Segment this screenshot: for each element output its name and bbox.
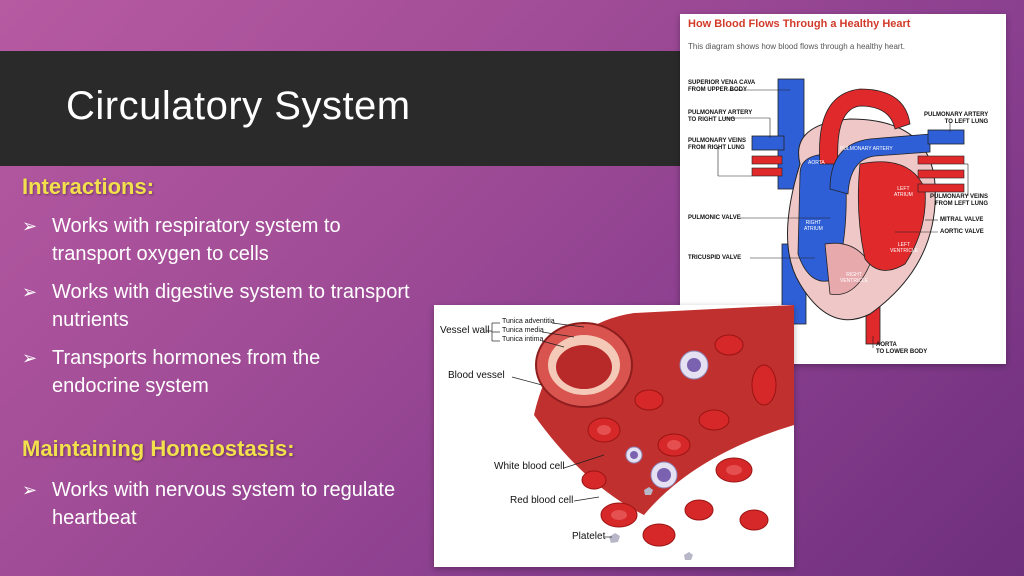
- label-superior-vena-cava: SUPERIOR VENA CAVA FROM UPPER BODY: [688, 80, 756, 93]
- label-pulmonary-veins-left: PULMONARY VEINS FROM LEFT LUNG: [930, 194, 989, 207]
- heart-diagram-title: How Blood Flows Through a Healthy Heart: [688, 18, 911, 30]
- heart-illustration: [717, 78, 969, 348]
- label-pulmonary-artery: PULMONARY ARTERY: [840, 146, 893, 152]
- arrow-bullet-icon: ➢: [22, 348, 38, 368]
- label-aorta-lower-body: AORTA TO LOWER BODY: [876, 342, 928, 355]
- label-mitral-valve: MITRAL VALVE: [940, 217, 984, 223]
- label-tunica-media: Tunica media: [502, 327, 544, 334]
- label-pulmonary-artery-left: PULMONARY ARTERY TO LEFT LUNG: [924, 112, 989, 125]
- label-white-blood-cell: White blood cell: [494, 461, 565, 472]
- list-item: ➢Works with nervous system to regulate h…: [22, 476, 412, 532]
- homeostasis-list: ➢Works with nervous system to regulate h…: [22, 476, 412, 542]
- label-tunica-adventitia: Tunica adventitia: [502, 318, 555, 325]
- interactions-list: ➢Works with respiratory system to transp…: [22, 212, 412, 410]
- heart-diagram: How Blood Flows Through a Healthy Heart …: [680, 14, 1006, 364]
- label-right-atrium: RIGHT ATRIUM: [804, 220, 823, 232]
- blood-vessel-illustration: [486, 305, 794, 560]
- slide-title: Circulatory System: [66, 84, 411, 128]
- label-aortic-valve: AORTIC VALVE: [940, 229, 984, 235]
- label-pulmonic-valve: PULMONIC VALVE: [688, 215, 741, 221]
- label-pulmonary-artery-right: PULMONARY ARTERY TO RIGHT LUNG: [688, 110, 753, 123]
- label-left-ventricle: LEFT VENTRICLE: [890, 242, 919, 254]
- label-vessel-wall: Vessel wall: [440, 325, 490, 336]
- list-item: ➢Works with respiratory system to transp…: [22, 212, 412, 268]
- arrow-bullet-icon: ➢: [22, 480, 38, 500]
- arrow-bullet-icon: ➢: [22, 282, 38, 302]
- list-item: ➢Works with digestive system to transpor…: [22, 278, 412, 334]
- label-red-blood-cell: Red blood cell: [510, 495, 574, 506]
- blood-vessel-diagram: Vessel wall Tunica adventitia Tunica med…: [434, 305, 794, 567]
- list-item: ➢Transports hormones from the endocrine …: [22, 344, 412, 400]
- label-blood-vessel: Blood vessel: [448, 370, 505, 381]
- title-bar: [0, 51, 750, 166]
- label-aorta: AORTA: [808, 160, 825, 166]
- label-tunica-intima: Tunica intima: [502, 336, 544, 343]
- label-right-ventricle: RIGHT VENTRICLE: [840, 272, 869, 284]
- arrow-bullet-icon: ➢: [22, 216, 38, 236]
- section-heading-interactions: Interactions:: [22, 174, 155, 199]
- label-platelet: Platelet: [572, 531, 606, 542]
- label-pulmonary-veins-right: PULMONARY VEINS FROM RIGHT LUNG: [688, 138, 747, 151]
- label-left-atrium: LEFT ATRIUM: [894, 186, 913, 198]
- label-tricuspid-valve: TRICUSPID VALVE: [688, 255, 742, 261]
- section-heading-homeostasis: Maintaining Homeostasis:: [22, 436, 295, 461]
- heart-diagram-subtitle: This diagram shows how blood flows throu…: [688, 42, 906, 51]
